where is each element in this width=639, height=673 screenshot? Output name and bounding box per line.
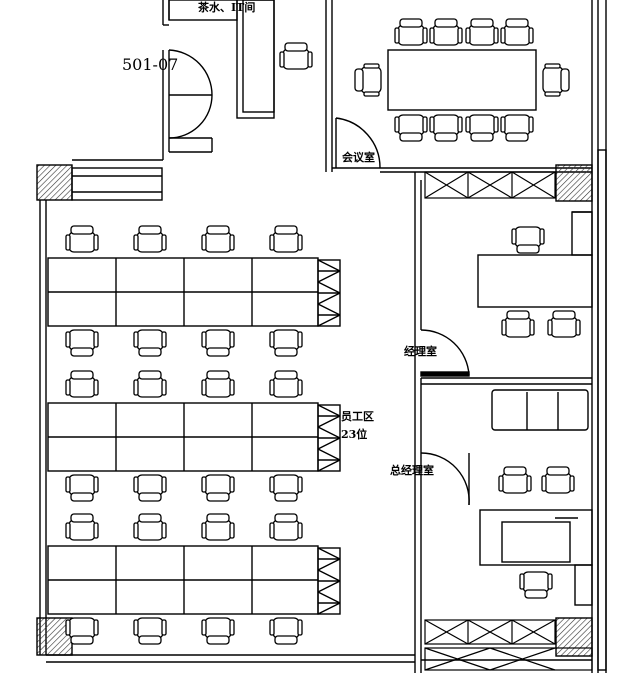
chair bbox=[65, 474, 99, 502]
chair bbox=[65, 370, 99, 398]
chair bbox=[501, 310, 535, 338]
chair bbox=[519, 571, 553, 599]
chair bbox=[394, 18, 428, 46]
manager-desk bbox=[477, 211, 593, 308]
meeting-table bbox=[387, 49, 537, 111]
chair bbox=[269, 370, 303, 398]
chair bbox=[65, 329, 99, 357]
chair bbox=[201, 329, 235, 357]
chair bbox=[511, 226, 545, 254]
chair bbox=[269, 329, 303, 357]
unit-number-label: 501-07 bbox=[122, 55, 178, 74]
chair bbox=[541, 466, 575, 494]
chair bbox=[498, 466, 532, 494]
chair bbox=[465, 114, 499, 142]
chair bbox=[201, 617, 235, 645]
chair bbox=[133, 617, 167, 645]
desk-block bbox=[47, 402, 341, 472]
chair bbox=[429, 18, 463, 46]
staff-seat-count-label: 23位 bbox=[341, 427, 367, 441]
chair bbox=[465, 18, 499, 46]
chair bbox=[65, 617, 99, 645]
chair bbox=[500, 114, 534, 142]
chair bbox=[429, 114, 463, 142]
chair bbox=[542, 63, 570, 97]
tea-room-label: 茶水、IT间 bbox=[197, 0, 255, 14]
gm-furniture bbox=[479, 389, 593, 606]
staff-area-label: 员工区 bbox=[341, 410, 374, 423]
chair bbox=[133, 474, 167, 502]
chair bbox=[65, 513, 99, 541]
chair bbox=[201, 225, 235, 253]
structural-columns bbox=[36, 164, 593, 657]
staff-desks bbox=[47, 257, 341, 615]
chair bbox=[65, 225, 99, 253]
chairs bbox=[65, 18, 581, 645]
chair bbox=[354, 63, 382, 97]
chair bbox=[500, 18, 534, 46]
chair bbox=[394, 114, 428, 142]
chair bbox=[269, 617, 303, 645]
chair bbox=[547, 310, 581, 338]
manager-office-label: 经理室 bbox=[404, 344, 437, 358]
chair bbox=[133, 370, 167, 398]
chair bbox=[201, 474, 235, 502]
chair bbox=[133, 225, 167, 253]
chair bbox=[201, 370, 235, 398]
gm-office-label: 总经理室 bbox=[390, 463, 434, 477]
storage-cabinets bbox=[424, 171, 593, 671]
chair bbox=[269, 225, 303, 253]
chair bbox=[269, 513, 303, 541]
desk-block bbox=[47, 545, 341, 615]
desk-block bbox=[47, 257, 341, 327]
chair bbox=[133, 513, 167, 541]
chair bbox=[133, 329, 167, 357]
chair bbox=[279, 42, 313, 70]
meeting-room-label: 会议室 bbox=[342, 150, 375, 164]
chair bbox=[201, 513, 235, 541]
chair bbox=[269, 474, 303, 502]
